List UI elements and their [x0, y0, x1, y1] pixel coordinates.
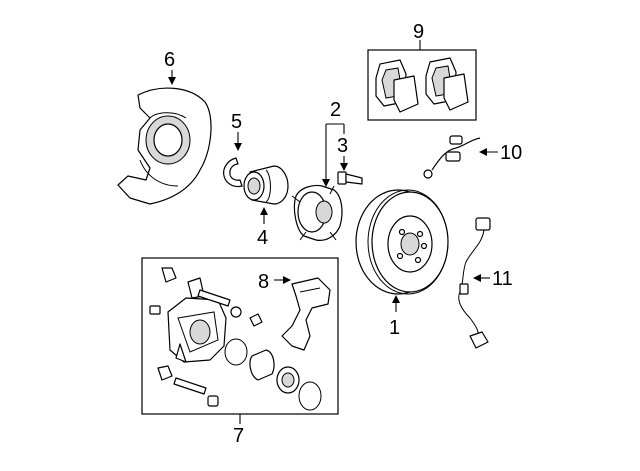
- wheel-bearing-part: [243, 165, 289, 205]
- hub-bolt-part: [337, 171, 363, 185]
- caliper-bolts-part: [149, 267, 231, 407]
- brake-pads-part: [375, 57, 469, 113]
- callout-7: 7: [233, 425, 244, 447]
- snap-ring-part: [223, 157, 243, 188]
- callout-9: 9: [413, 21, 424, 43]
- brake-pad-box: [367, 49, 477, 121]
- callout-8: 8: [258, 271, 269, 293]
- caliper-body-part: [167, 277, 227, 363]
- dust-shield-part: [117, 87, 212, 205]
- callout-5: 5: [231, 111, 242, 133]
- brake-rotor-part: [355, 189, 449, 295]
- caliper-seals-part: [224, 306, 322, 411]
- callout-1: 1: [389, 317, 400, 339]
- callout-10: 10: [500, 142, 522, 164]
- abs-sensor-part: [458, 217, 491, 349]
- wheel-hub-part: [291, 184, 343, 241]
- callout-11: 11: [492, 268, 513, 290]
- callout-3: 3: [337, 135, 348, 157]
- callout-6: 6: [164, 49, 175, 71]
- caliper-bracket-part: [281, 277, 331, 351]
- callout-4: 4: [257, 227, 268, 249]
- callout-2: 2: [330, 99, 341, 121]
- brake-hose-part: [423, 135, 481, 179]
